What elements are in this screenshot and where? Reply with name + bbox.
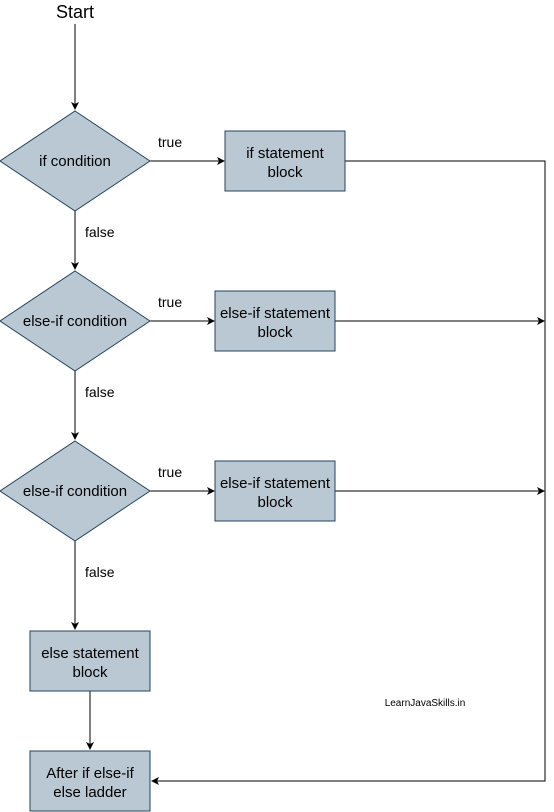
else-if-condition-label-2: else-if condition: [23, 483, 127, 500]
false-label-if: false: [85, 224, 115, 240]
if-condition-decision: if condition: [0, 110, 151, 212]
after-ladder-block: After if else-if else ladder: [29, 750, 151, 812]
else-if-statement-block-2-line-2: block: [257, 494, 293, 511]
else-if-statement-block-1-line-2: block: [257, 324, 293, 341]
watermark-text: LearnJavaSkills.in: [385, 698, 466, 709]
else-statement-block-line-1: else statement: [41, 645, 139, 662]
else-if-condition-decision-1: else-if condition: [0, 270, 151, 372]
else-statement-block-line-2: block: [72, 664, 108, 681]
after-ladder-block-line-2: else ladder: [53, 784, 126, 801]
else-if-condition-decision-2: else-if condition: [0, 440, 151, 542]
if-statement-block-line-2: block: [267, 164, 303, 181]
else-statement-block: else statement block: [29, 630, 151, 692]
else-if-statement-block-2-line-1: else-if statement: [220, 475, 331, 492]
true-label-if: true: [158, 134, 182, 150]
if-condition-label: if condition: [39, 153, 111, 170]
false-label-elseif2: false: [85, 564, 115, 580]
after-ladder-block-line-1: After if else-if: [46, 765, 134, 782]
start-label: Start: [56, 2, 94, 22]
else-if-statement-block-2: else-if statement block: [214, 460, 336, 522]
true-label-elseif1: true: [158, 294, 182, 310]
else-if-statement-block-1-line-1: else-if statement: [220, 305, 331, 322]
if-statement-block: if statement block: [224, 130, 346, 192]
else-if-condition-label-1: else-if condition: [23, 313, 127, 330]
true-label-elseif2: true: [158, 464, 182, 480]
if-statement-block-line-1: if statement: [246, 145, 324, 162]
false-label-elseif1: false: [85, 384, 115, 400]
else-if-statement-block-1: else-if statement block: [214, 290, 336, 352]
edge-if-block-to-after: [151, 160, 546, 785]
